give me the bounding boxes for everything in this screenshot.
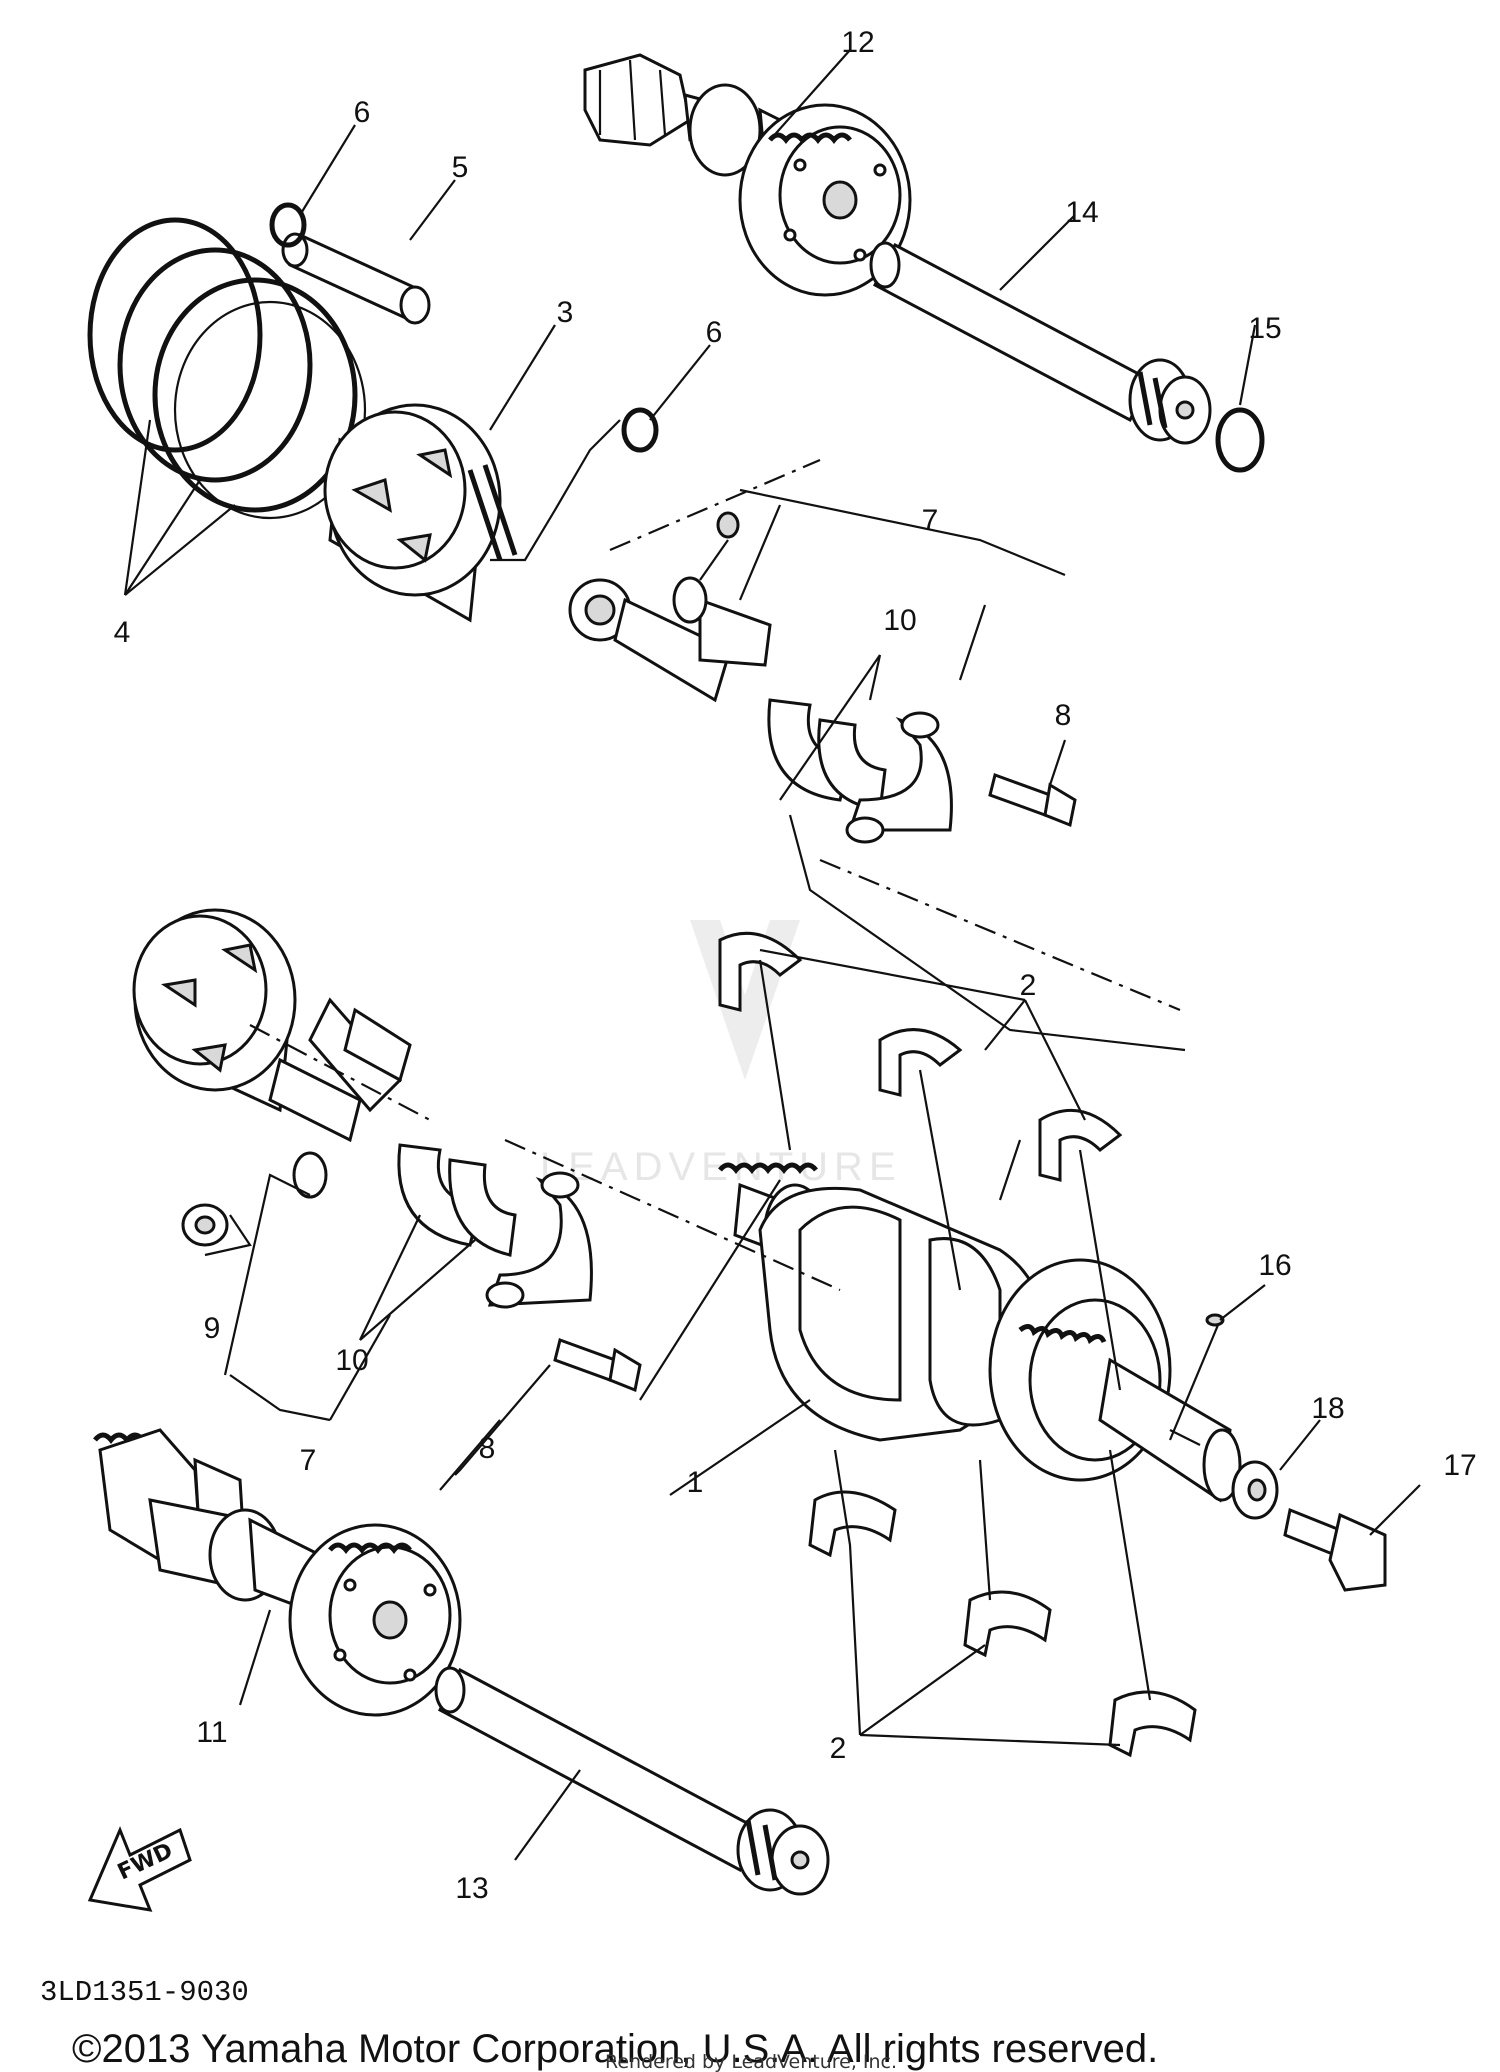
balancer-shaft-12 (583, 53, 912, 297)
leader-lines (123, 49, 1421, 1861)
part-label-2-upper: 2 (1020, 969, 1037, 1002)
bolt-8-lower (553, 1338, 642, 1393)
part-label-10-upper: 10 (883, 604, 916, 637)
bearing-10-lower (397, 1143, 517, 1257)
part-label-10-lower: 10 (335, 1344, 368, 1377)
part-label-13: 13 (455, 1872, 488, 1905)
copyright-notice: ©2013 Yamaha Motor Corporation, U.S.A. A… (72, 2027, 1158, 2071)
connecting-rod-7-lower (268, 997, 412, 1199)
connecting-rod-7-upper (568, 511, 772, 703)
bolt-17 (1283, 1507, 1387, 1592)
drawing-code: 3LD1351-9030 (40, 1976, 249, 2009)
balancer-shaft-11 (93, 1428, 462, 1717)
part-label-8-lower: 8 (479, 1432, 496, 1465)
washer-18 (1231, 1460, 1279, 1520)
part-label-3: 3 (557, 296, 574, 329)
part-label-9: 9 (204, 1312, 221, 1345)
shaft-13 (434, 1666, 830, 1896)
piston-pin-5 (281, 232, 431, 325)
part-labels: 1 2 2 3 4 5 6 6 7 7 8 8 9 10 10 11 12 13… (114, 26, 1477, 1905)
part-label-16: 16 (1258, 1249, 1291, 1282)
part-label-14: 14 (1065, 196, 1098, 229)
fwd-arrow-icon: FWD (87, 1826, 192, 1912)
part-label-8-upper: 8 (1055, 699, 1072, 732)
part-label-11: 11 (196, 1716, 227, 1749)
bearing-10-upper (767, 698, 887, 812)
dashed-center-lines (249, 458, 1181, 1292)
part-label-1: 1 (687, 1466, 704, 1499)
part-label-2-lower: 2 (830, 1732, 847, 1765)
part-label-7-lower: 7 (300, 1444, 317, 1477)
part-label-6-lower: 6 (706, 316, 723, 349)
part-label-12: 12 (841, 26, 874, 59)
part-label-6-upper: 6 (354, 96, 371, 129)
part-label-18: 18 (1311, 1392, 1344, 1425)
part-label-4: 4 (114, 616, 131, 649)
part-label-7-upper: 7 (922, 504, 939, 537)
crankshaft-1 (718, 1162, 1242, 1503)
piston-rings-4 (87, 217, 367, 520)
shaft-14 (869, 241, 1212, 445)
key-16 (1205, 1313, 1225, 1327)
piston-lower (132, 908, 297, 1113)
main-bearings-2-upper (718, 931, 1123, 1182)
part-label-15: 15 (1248, 312, 1281, 345)
bolt-8-upper (988, 773, 1077, 828)
rendered-by-credit: Rendered by LeadVenture, Inc. (605, 2051, 897, 2072)
piston-3 (323, 403, 518, 623)
clip-6-lower (621, 407, 659, 453)
part-label-17: 17 (1443, 1449, 1476, 1482)
main-bearings-2-lower (808, 1490, 1197, 1758)
clip-6-upper (269, 202, 307, 248)
part-label-5: 5 (452, 151, 469, 184)
nut-9 (181, 1203, 229, 1247)
rod-cap-upper (845, 711, 953, 844)
circlip-15 (1215, 407, 1265, 473)
rod-cap-lower (485, 1171, 593, 1309)
